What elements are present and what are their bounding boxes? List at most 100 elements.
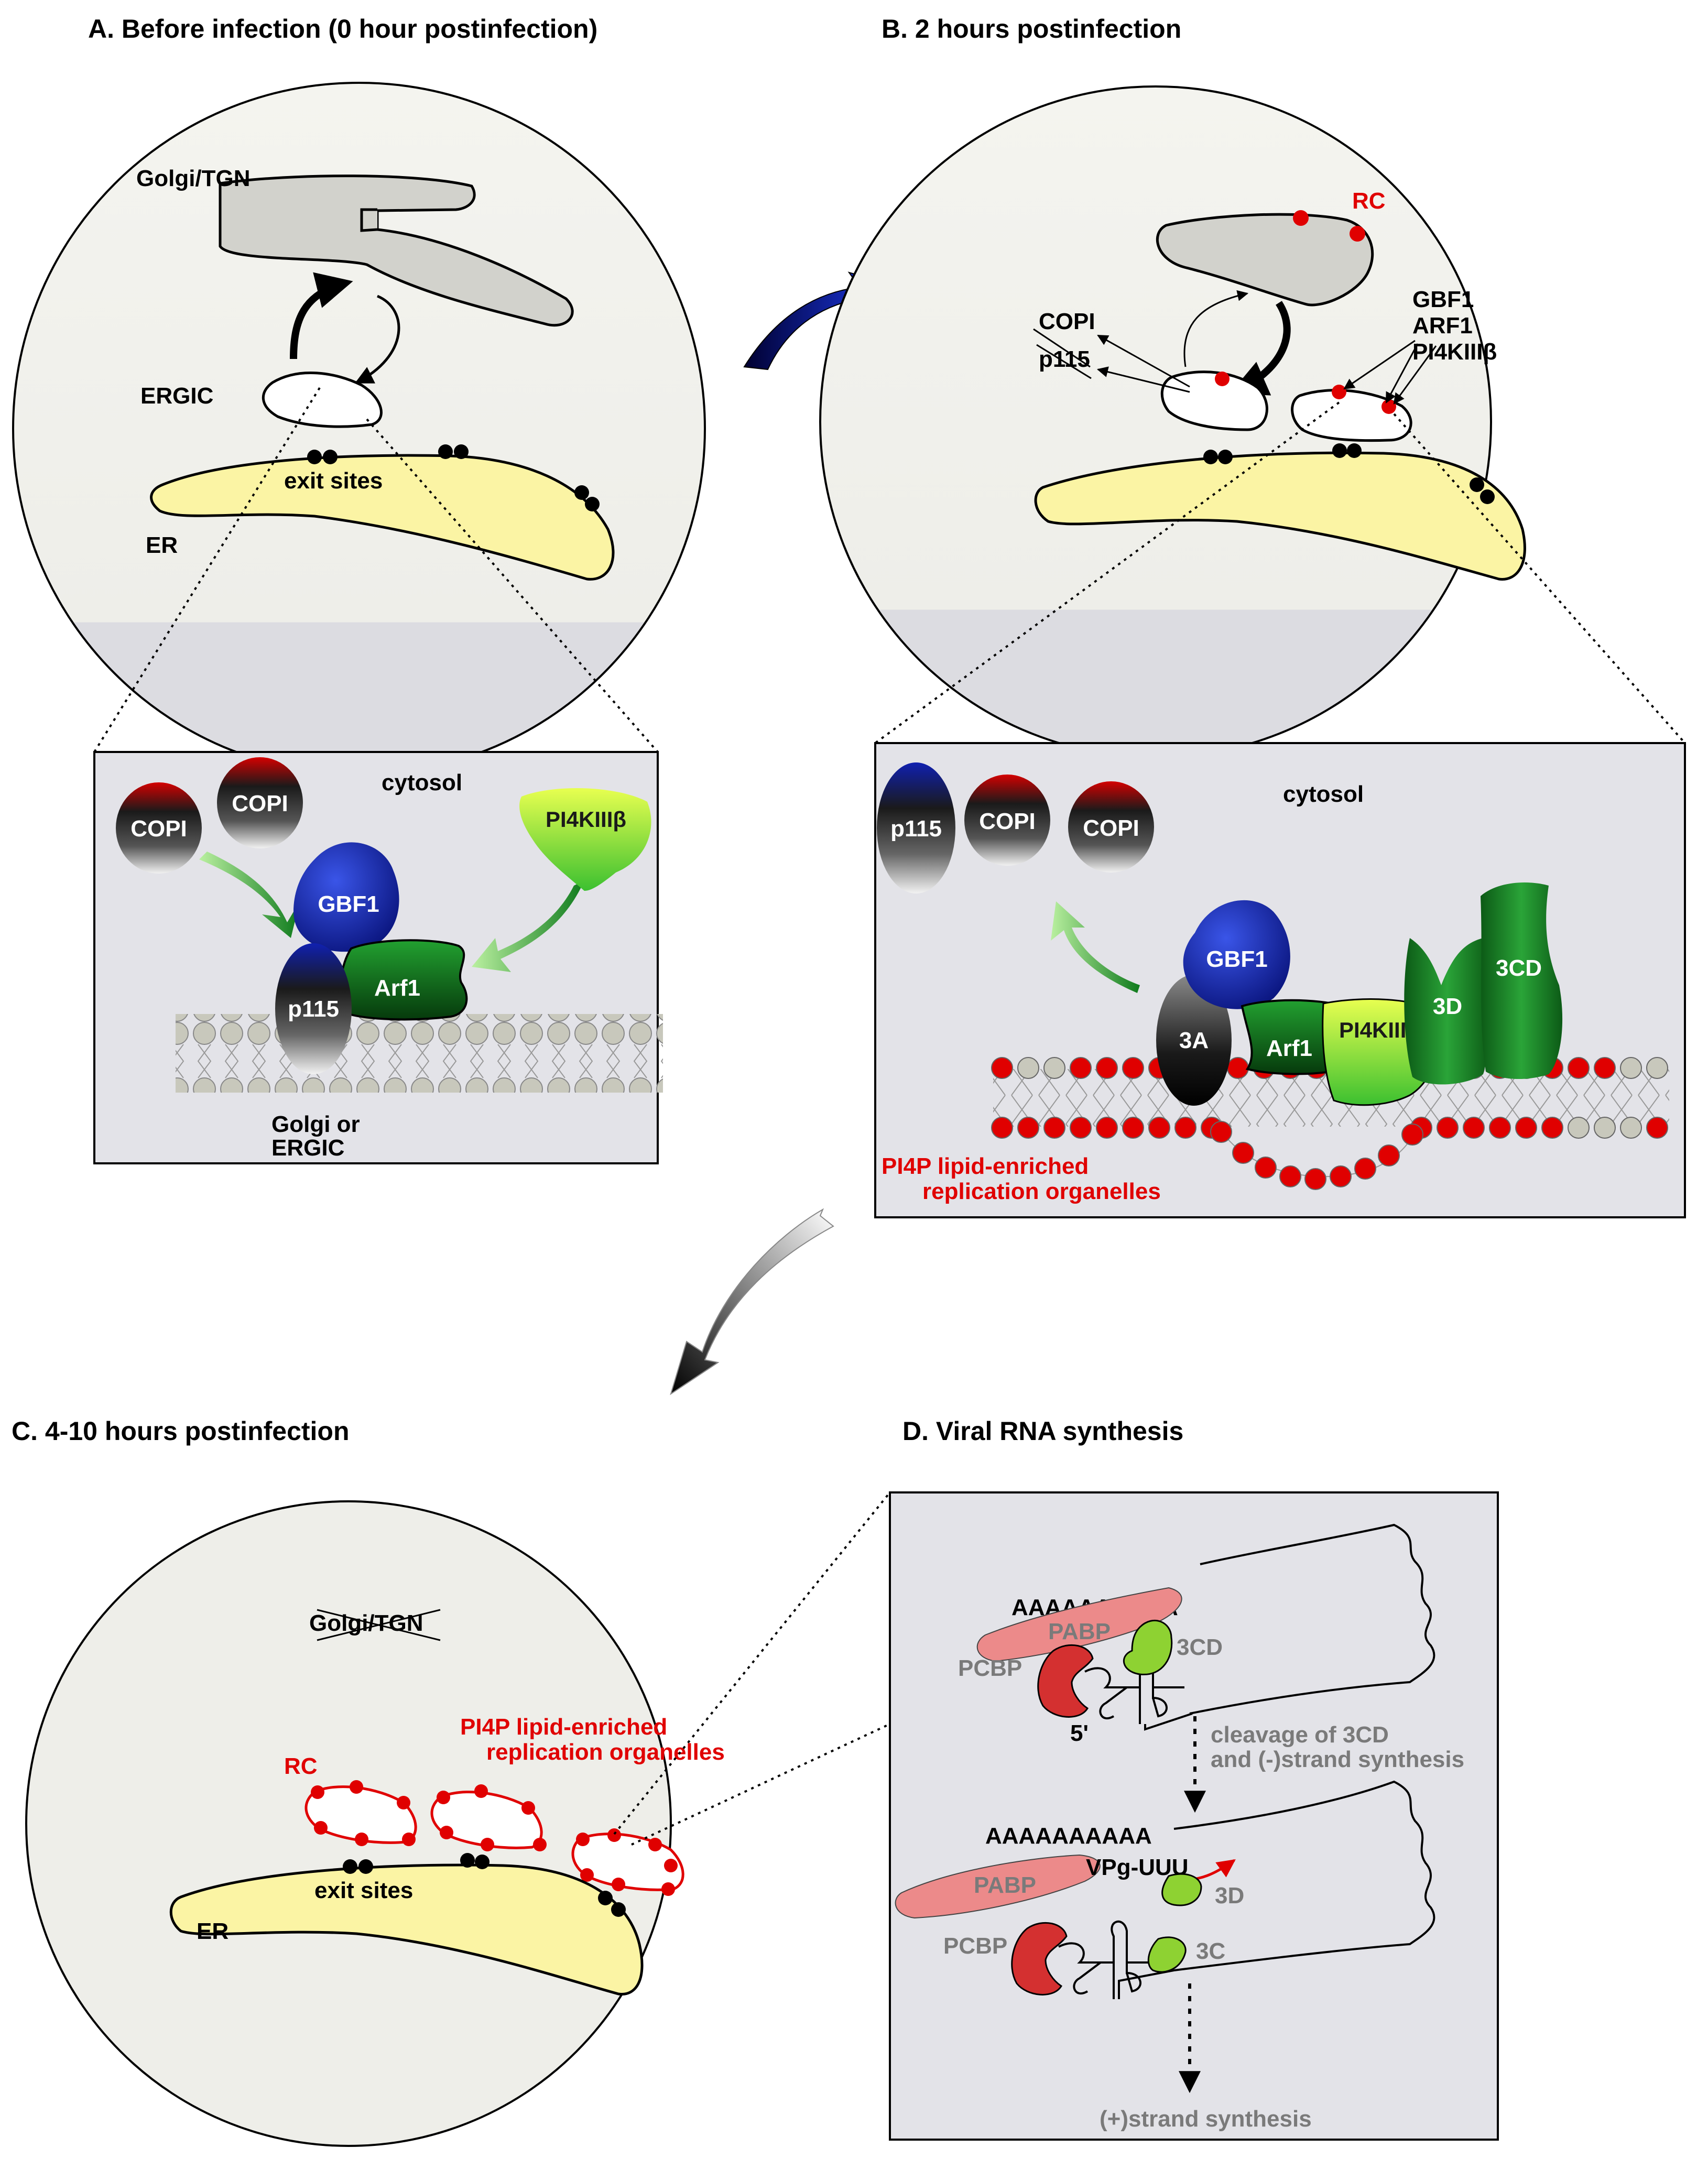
lipid-head [1594,1117,1616,1139]
zoom-line-c-top [613,1491,891,1835]
svg-text:Arf1: Arf1 [374,975,420,1001]
panel-c: C. 4-10 hours postinfection Golgi/TGN PI… [12,1416,891,2147]
step-label-2: and (-)strand synthesis [1211,1747,1464,1772]
arf1-a: Arf1 [340,939,468,1021]
anterograde-arrow-b [1183,290,1249,367]
p115-b: p115 [877,762,955,893]
membrane-label-a-2: ERGIC [271,1135,344,1161]
svg-text:COPI: COPI [130,816,187,842]
lipid-head [1122,1057,1144,1079]
pi4k-label-b: PI4KIIIβ [1412,339,1497,365]
lipid-head [1401,1124,1423,1146]
copi-coat-b-2: COPI [1068,781,1154,873]
lipid-head [1070,1117,1092,1139]
exit-sites-label-a: exit sites [284,468,383,494]
viral-3d-label-d: 3D [1215,1883,1244,1909]
inset-d [889,1491,1499,2141]
viral-3cd-d [1123,1619,1173,1675]
lipid-head [1489,1117,1511,1139]
lipid-head [1096,1117,1118,1139]
viral-3cd-b: 3CD [1481,882,1563,1079]
rna-template-lower [1173,1780,1435,1971]
p115-release-arrow [1096,366,1190,393]
copi-release-arrow [1097,334,1190,388]
svg-text:COPI: COPI [1083,815,1139,841]
replication-organelle-c-1 [304,1780,417,1846]
lipid-head [1620,1057,1642,1079]
rc-dot-ergic-left [1215,372,1230,386]
lipid-head [1122,1117,1144,1139]
pi4k-a: PI4KIIIβ [519,788,651,891]
lipid-head [1232,1142,1254,1164]
viral-3c-d [1147,1936,1187,1973]
lipid-head [1227,1057,1249,1079]
er-b [1034,451,1526,581]
lipid-head [1568,1057,1590,1079]
lipid-head [1515,1117,1537,1139]
lipid-head [1620,1117,1642,1139]
panel-b-title: B. 2 hours postinfection [882,14,1181,43]
lipid-head [1378,1144,1400,1166]
exit-sites-dots-c [343,1853,626,1917]
panel-d: D. Viral RNA synthesis AAAAAAAAAA PABP P… [889,1416,1499,2141]
inset-b: cytosol p115 COPI COPI 3A [874,742,1686,1218]
polya-label-2: AAAAAAAAAA [985,1823,1152,1849]
lipid-head [1437,1117,1459,1139]
lipid-head [1568,1117,1590,1139]
panel-c-title: C. 4-10 hours postinfection [12,1416,350,1446]
lipid-head [1354,1158,1376,1180]
cytosol-label-b: cytosol [1283,781,1364,807]
lipid-head [1304,1168,1326,1190]
svg-text:GBF1: GBF1 [1206,946,1267,972]
svg-text:3D: 3D [1433,994,1462,1019]
golgi-b [1156,213,1374,307]
exit-sites-dots-b [1203,443,1495,504]
svg-text:COPI: COPI [232,791,288,816]
release-arrow-b [1051,901,1140,993]
er-a [150,454,615,581]
rna-template-upper [1189,1523,1435,1715]
zoom-line-b-left [874,401,1340,744]
lipid-head [991,1117,1013,1139]
lipid-head [1017,1117,1039,1139]
ergic-label-a: ERGIC [140,383,213,409]
pcbp-2 [1011,1922,1068,1995]
lipid-head [1646,1117,1668,1139]
lipid-head [1210,1121,1232,1143]
er-c [169,1863,644,1995]
svg-text:PABP: PABP [1048,1619,1111,1644]
copi-coat-a-2: COPI [217,757,303,848]
anterograde-arrow-a [290,272,353,359]
rc-label-b: RC [1352,188,1386,214]
rc-dot-golgi-2 [1350,226,1365,242]
gbf1-b: GBF1 [1183,900,1290,1009]
factor-arrow-2 [1385,343,1419,404]
svg-text:Arf1: Arf1 [1266,1035,1312,1061]
golgi-label-a: Golgi/TGN [136,166,251,191]
rc-dot-ergic-right-2 [1381,399,1396,414]
panel-b: B. 2 hours postinfection RC COPI p115 GB… [819,14,1686,1218]
golgi-strike-2 [317,1609,441,1641]
rc-label-c: RC [284,1753,318,1779]
svg-text:COPI: COPI [979,809,1036,834]
organelle-label-c-2: replication organelles [486,1739,725,1765]
lipid-head [1148,1117,1170,1139]
copi-recruit-arrow-a [199,852,300,938]
pcbp-label-1: PCBP [958,1655,1022,1681]
organelle-label-b-2: replication organelles [922,1179,1161,1204]
pi4k-recruit-arrow-a [472,880,584,972]
panel-a: A. Before infection (0 hour postinfectio… [12,14,706,1164]
copi-coat-b-1: COPI [964,775,1050,866]
step-label-1: cleavage of 3CD [1211,1722,1389,1748]
er-label-a: ER [146,532,178,558]
svg-text:p115: p115 [288,996,339,1022]
copi-strike-b [1033,328,1091,368]
lipid-head [1070,1057,1092,1079]
lipid-head [1279,1165,1301,1187]
er-label-c: ER [197,1918,229,1944]
lipid-head [991,1057,1013,1079]
viral-3cd-label-d: 3CD [1177,1634,1223,1660]
svg-text:GBF1: GBF1 [318,891,379,917]
inset-a: cytosol Golgi or ERGIC COPI COPI GBF1 [93,751,663,1164]
